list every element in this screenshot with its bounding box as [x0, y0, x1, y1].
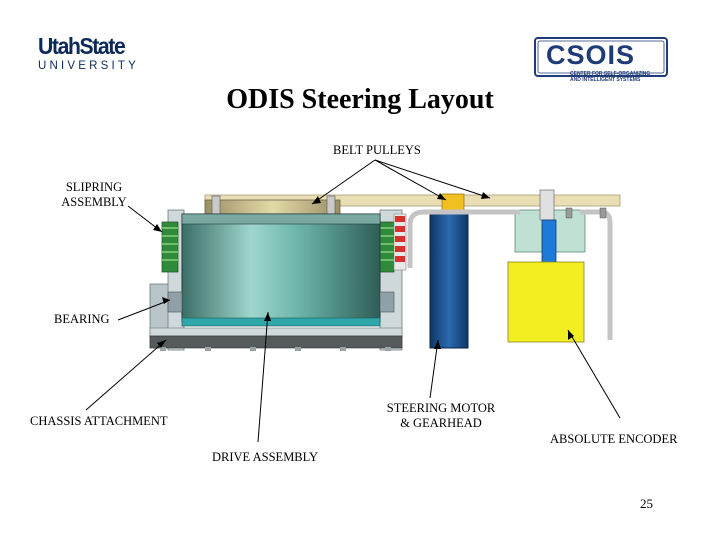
leader-absolute-encoder: [567, 329, 621, 419]
label-slipring-line1: SLIPRING: [65, 180, 123, 194]
bearing-right: [379, 291, 395, 313]
drive-drum: [181, 213, 381, 323]
leader-chassis: [85, 339, 167, 411]
label-steering-motor-gearhead: STEERING MOTOR & GEARHEAD: [376, 401, 506, 431]
leader-belt-pulley-2: [374, 159, 447, 201]
usu-logo-subtitle: UNIVERSITY: [38, 60, 140, 72]
bearing-left: [167, 291, 183, 313]
leader-bearing: [117, 299, 171, 321]
csois-subtitle-line2: AND INTELLIGENT SYSTEMS: [570, 77, 641, 83]
label-chassis-attachment: CHASSIS ATTACHMENT: [30, 414, 168, 428]
usu-logo: UtahState UNIVERSITY: [38, 34, 148, 74]
label-drive-assembly: DRIVE ASSEMBLY: [212, 450, 319, 464]
csois-subtitle: CENTER FOR SELF-ORGANIZING AND INTELLIGE…: [570, 71, 670, 83]
label-slipring-line2: ASSEMBLY: [61, 195, 127, 209]
csois-logo: CSOIS: [546, 40, 636, 70]
label-steering-motor-line1: STEERING MOTOR: [386, 401, 496, 415]
page-number: 25: [640, 496, 653, 511]
base-plate: [149, 335, 403, 349]
usu-logo-wordmark: UtahState: [38, 33, 126, 59]
page-title: ODIS Steering Layout: [226, 84, 494, 115]
leader-belt-pulley-1: [311, 159, 376, 205]
leader-belt-pulley-3: [374, 159, 491, 199]
label-slipring-assembly: SLIPRING ASSEMBLY: [56, 180, 132, 210]
label-belt-pulleys: BELT PULLEYS: [333, 143, 421, 157]
red-bearing-stack: [393, 213, 407, 271]
label-steering-motor-line2: & GEARHEAD: [400, 416, 482, 430]
leader-steering-motor: [429, 339, 439, 399]
label-bearing: BEARING: [54, 312, 110, 326]
label-absolute-encoder: ABSOLUTE ENCODER: [550, 432, 678, 446]
csois-subtitle-line1: CENTER FOR SELF-ORGANIZING: [570, 71, 651, 77]
slipring-left: [161, 221, 179, 273]
steering-motor: [429, 211, 469, 349]
leader-drive-assembly: [257, 311, 269, 443]
cable-left: [407, 209, 520, 268]
absolute-encoder-body: [507, 261, 585, 343]
csois-logo-frame: [534, 37, 668, 77]
drive-base-stripe: [181, 317, 381, 327]
